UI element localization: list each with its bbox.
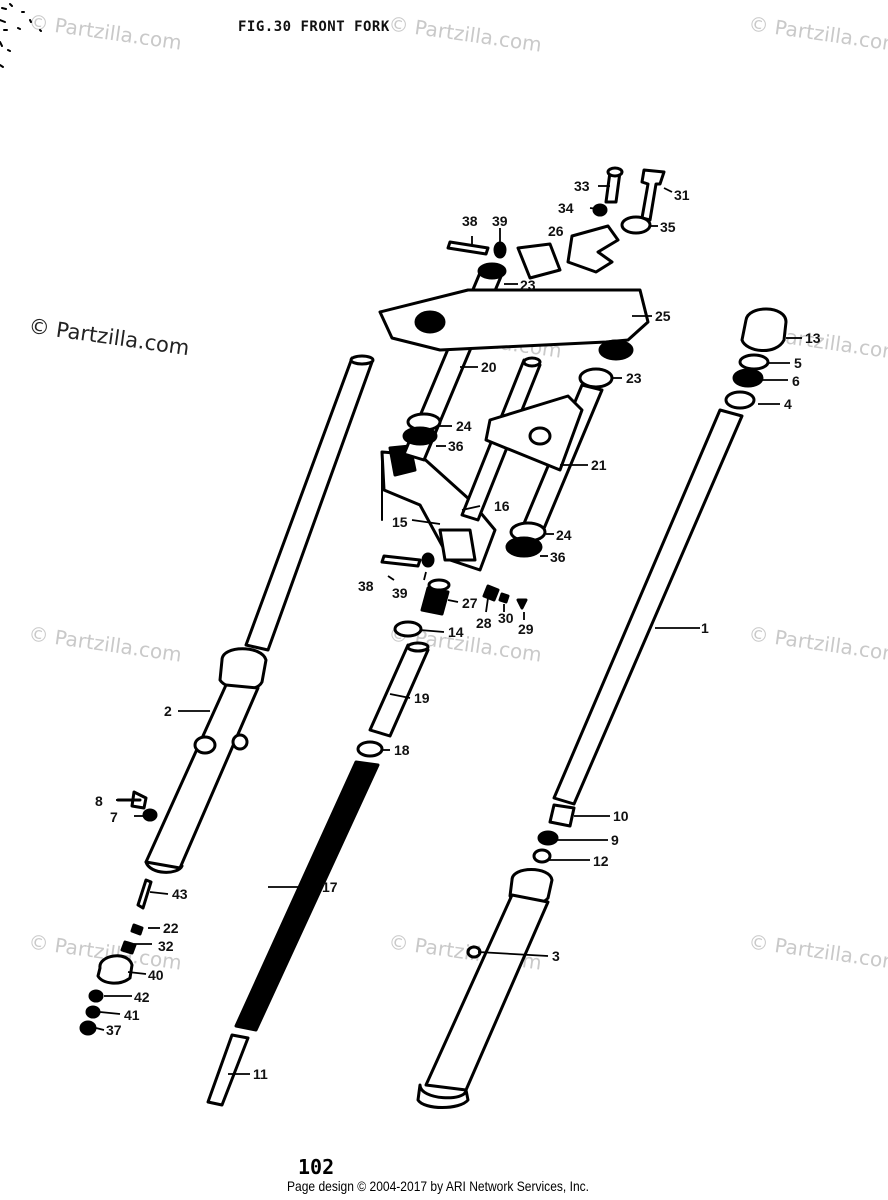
clip-part-28 bbox=[482, 584, 500, 602]
outer-slider-part-3 bbox=[416, 868, 554, 1109]
washer-part-39-lower bbox=[421, 552, 435, 568]
callout-17: 17 bbox=[322, 879, 338, 895]
callout-19: 19 bbox=[414, 690, 430, 706]
cap-part-13 bbox=[740, 307, 788, 352]
callout-39-upper: 39 bbox=[492, 213, 508, 229]
callout-41: 41 bbox=[124, 1007, 140, 1023]
washer-part-35 bbox=[620, 215, 652, 235]
callout-38-lower: 38 bbox=[358, 578, 374, 594]
callout-39-lower: 39 bbox=[392, 585, 408, 601]
washer-part-7 bbox=[142, 808, 158, 822]
callout-14: 14 bbox=[448, 624, 464, 640]
callout-27: 27 bbox=[462, 595, 478, 611]
callout-37: 37 bbox=[106, 1022, 122, 1038]
callout-34: 34 bbox=[558, 200, 574, 216]
inner-fork-tube-part-1 bbox=[552, 408, 744, 806]
callout-23-right: 23 bbox=[626, 370, 642, 386]
bolt-part-31 bbox=[640, 168, 666, 222]
nut-part-22 bbox=[130, 923, 144, 936]
callout-43: 43 bbox=[172, 886, 188, 902]
callout-36-upper: 36 bbox=[448, 438, 464, 454]
seal-part-36-lower bbox=[505, 536, 543, 558]
callout-42: 42 bbox=[134, 989, 150, 1005]
figure-title: FIG.30 FRONT FORK bbox=[238, 19, 390, 35]
callout-36-lower: 36 bbox=[550, 549, 566, 565]
callout-32: 32 bbox=[158, 938, 174, 954]
scan-speckles bbox=[0, 3, 42, 68]
callout-21: 21 bbox=[591, 457, 607, 473]
callout-31: 31 bbox=[674, 187, 690, 203]
callout-7: 7 bbox=[110, 809, 118, 825]
callout-18: 18 bbox=[394, 742, 410, 758]
callout-20: 20 bbox=[481, 359, 497, 375]
clamp-part-26 bbox=[566, 224, 620, 274]
washer-part-32 bbox=[120, 940, 137, 955]
callout-28: 28 bbox=[476, 615, 492, 631]
clip-part-30 bbox=[498, 592, 510, 604]
nut-part-37 bbox=[79, 1020, 97, 1036]
callout-22: 22 bbox=[163, 920, 179, 936]
seat-part-18 bbox=[356, 740, 384, 758]
plug-part-27 bbox=[420, 586, 450, 616]
callout-24-upper: 24 bbox=[456, 418, 472, 434]
callout-9: 9 bbox=[611, 832, 619, 848]
callout-30: 30 bbox=[498, 610, 514, 626]
callout-29: 29 bbox=[518, 621, 534, 637]
callout-12: 12 bbox=[593, 853, 609, 869]
callout-10: 10 bbox=[613, 808, 629, 824]
callout-8: 8 bbox=[95, 793, 103, 809]
upper-bracket bbox=[378, 288, 650, 361]
callout-26: 26 bbox=[548, 223, 564, 239]
left-fork-tube bbox=[144, 354, 375, 874]
ring-part-4 bbox=[724, 390, 756, 410]
callout-4: 4 bbox=[784, 396, 792, 412]
pin-part-29 bbox=[516, 598, 528, 610]
callout-6: 6 bbox=[792, 373, 800, 389]
spring-part-17 bbox=[234, 760, 380, 1032]
bolt-part-38-upper bbox=[446, 240, 490, 256]
ring-part-5 bbox=[738, 353, 770, 371]
ring-part-6 bbox=[732, 368, 764, 388]
callout-15: 15 bbox=[392, 514, 408, 530]
bolt-part-38-lower bbox=[380, 554, 422, 568]
washer-part-41 bbox=[85, 1005, 101, 1019]
o-ring-part-14 bbox=[393, 620, 423, 638]
callout-16: 16 bbox=[494, 498, 510, 514]
cap-part-40 bbox=[96, 954, 134, 985]
rod-part-11 bbox=[206, 1033, 250, 1107]
callout-38-upper: 38 bbox=[462, 213, 478, 229]
ring-part-12 bbox=[532, 848, 552, 864]
callout-2: 2 bbox=[164, 703, 172, 719]
washer-part-42 bbox=[88, 989, 104, 1003]
bracket-part-26b bbox=[516, 242, 562, 280]
lower-bracket bbox=[380, 444, 497, 572]
page-number: 102 bbox=[298, 1155, 335, 1179]
ring-part-9 bbox=[537, 830, 559, 846]
callout-40: 40 bbox=[148, 967, 164, 983]
callout-23-top: 23 bbox=[520, 277, 536, 293]
callout-35: 35 bbox=[660, 219, 676, 235]
callout-25: 25 bbox=[655, 308, 671, 324]
callout-3: 3 bbox=[552, 948, 560, 964]
callout-33: 33 bbox=[574, 178, 590, 194]
washer-part-39-upper bbox=[493, 241, 507, 259]
seal-part-36-upper bbox=[402, 426, 438, 446]
bearing-part-23-right bbox=[578, 367, 614, 389]
rod-part-43 bbox=[136, 878, 153, 910]
copyright-footer: Page design © 2004-2017 by ARI Network S… bbox=[287, 1178, 590, 1194]
callout-13: 13 bbox=[805, 330, 821, 346]
valve-part-10 bbox=[548, 803, 576, 828]
callout-5: 5 bbox=[794, 355, 802, 371]
callout-24-lower: 24 bbox=[556, 527, 572, 543]
callout-11: 11 bbox=[253, 1066, 268, 1082]
bearing-part-23-top bbox=[477, 262, 507, 280]
callout-1: 1 bbox=[701, 620, 709, 636]
